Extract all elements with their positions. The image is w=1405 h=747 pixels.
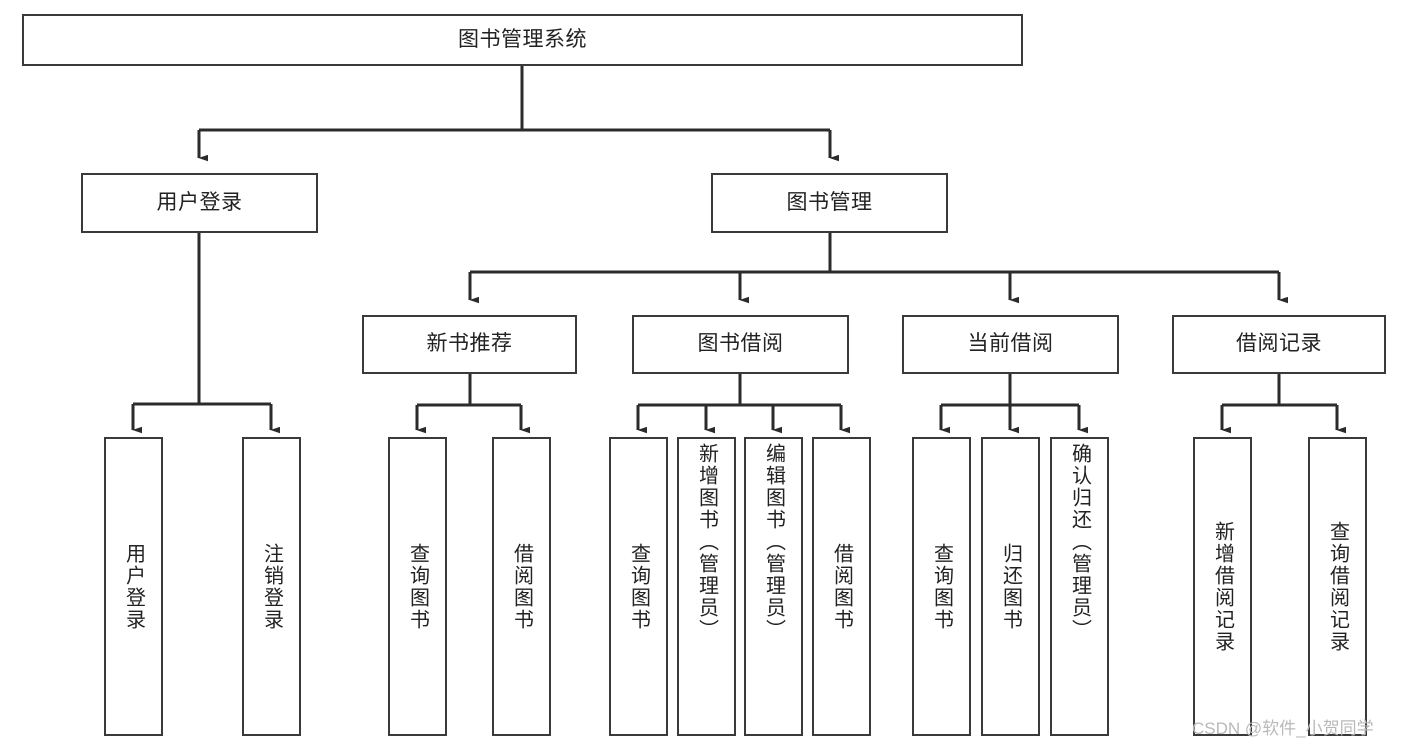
node-root-book-management-system[interactable]: 图书管理系统 xyxy=(22,14,1023,66)
node-user-login[interactable]: 用户登录 xyxy=(81,173,318,233)
node-leaf-query-borrow-record[interactable]: 查询借阅记录 xyxy=(1308,437,1367,736)
node-leaf-query-book-current[interactable]: 查询图书 xyxy=(912,437,971,736)
node-leaf-confirm-return-admin[interactable]: 确认归还（管理员） xyxy=(1050,437,1109,736)
node-leaf-user-login-label: 用户登录 xyxy=(122,542,145,631)
node-leaf-add-borrow-record-label: 新增借阅记录 xyxy=(1211,520,1234,653)
node-leaf-add-book-admin-label: 新增图书（管理员） xyxy=(695,443,718,641)
node-user-login-label: 用户登录 xyxy=(156,190,243,214)
node-leaf-borrow-book-label: 借阅图书 xyxy=(830,542,853,631)
node-leaf-return-book[interactable]: 归还图书 xyxy=(981,437,1040,736)
node-leaf-logout-label: 注销登录 xyxy=(260,542,283,631)
node-new-book-recommend-label: 新书推荐 xyxy=(426,332,513,356)
csdn-watermark: CSDN @软件_小贺同学 xyxy=(1192,719,1374,738)
node-leaf-add-book-admin[interactable]: 新增图书（管理员） xyxy=(677,437,736,736)
node-current-borrow-label: 当前借阅 xyxy=(967,332,1054,356)
node-leaf-query-book-recommend[interactable]: 查询图书 xyxy=(388,437,447,736)
node-leaf-query-book-current-label: 查询图书 xyxy=(930,542,953,631)
node-leaf-add-borrow-record[interactable]: 新增借阅记录 xyxy=(1193,437,1252,736)
node-leaf-query-book-borrow[interactable]: 查询图书 xyxy=(609,437,668,736)
node-borrow-record[interactable]: 借阅记录 xyxy=(1172,315,1386,374)
node-leaf-edit-book-admin[interactable]: 编辑图书（管理员） xyxy=(744,437,803,736)
node-leaf-logout[interactable]: 注销登录 xyxy=(242,437,301,736)
node-leaf-query-book-recommend-label: 查询图书 xyxy=(406,542,429,631)
node-leaf-borrow-book-recommend-label: 借阅图书 xyxy=(510,542,533,631)
node-leaf-borrow-book[interactable]: 借阅图书 xyxy=(812,437,871,736)
node-borrow-record-label: 借阅记录 xyxy=(1236,332,1322,356)
node-root-label: 图书管理系统 xyxy=(458,27,587,51)
node-book-management[interactable]: 图书管理 xyxy=(711,173,948,233)
node-leaf-confirm-return-admin-label: 确认归还（管理员） xyxy=(1068,443,1091,641)
node-new-book-recommend[interactable]: 新书推荐 xyxy=(362,315,577,374)
node-book-management-label: 图书管理 xyxy=(786,190,873,214)
node-current-borrow[interactable]: 当前借阅 xyxy=(902,315,1119,374)
node-leaf-query-book-borrow-label: 查询图书 xyxy=(627,542,650,631)
node-leaf-return-book-label: 归还图书 xyxy=(999,542,1022,631)
node-leaf-query-borrow-record-label: 查询借阅记录 xyxy=(1326,520,1349,653)
node-leaf-edit-book-admin-label: 编辑图书（管理员） xyxy=(762,443,785,641)
node-leaf-borrow-book-recommend[interactable]: 借阅图书 xyxy=(492,437,551,736)
node-book-borrow-label: 图书借阅 xyxy=(697,332,784,356)
node-leaf-user-login[interactable]: 用户登录 xyxy=(104,437,163,736)
node-book-borrow[interactable]: 图书借阅 xyxy=(632,315,849,374)
